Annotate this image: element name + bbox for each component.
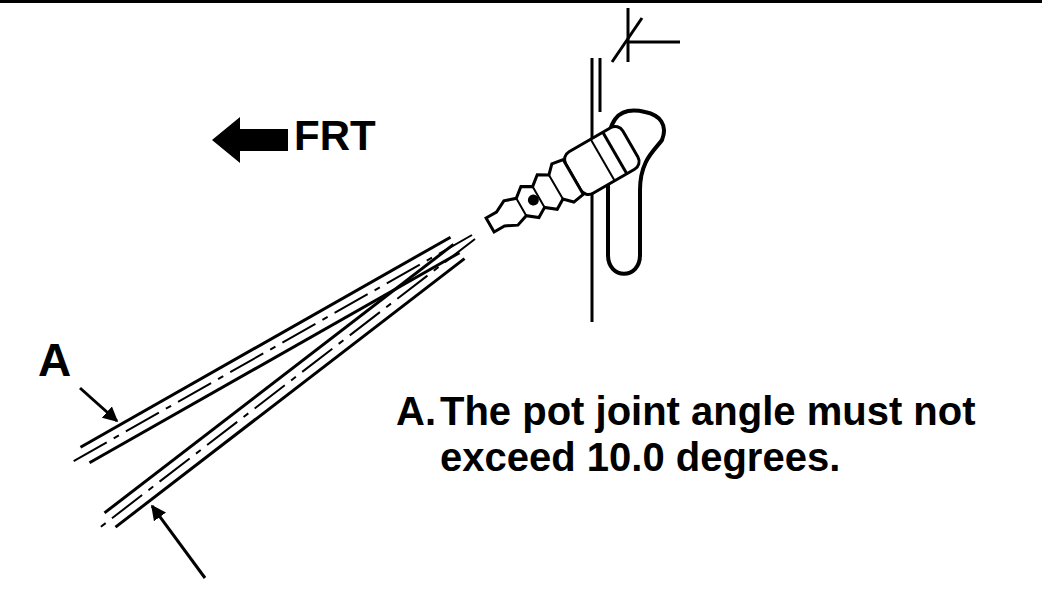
- pot-joint-housing: [478, 123, 642, 246]
- note-key: A.: [396, 388, 436, 434]
- note-text: The pot joint angle must not exceed 10.0…: [440, 388, 1030, 480]
- direction-label: FRT: [294, 112, 376, 160]
- dimension-arrow: [80, 388, 117, 421]
- halfshaft: [72, 235, 475, 529]
- front-arrow: [212, 117, 288, 163]
- dimension-label: A: [38, 334, 71, 387]
- top-rule: [0, 0, 1042, 3]
- dimension-arrow: [152, 506, 205, 578]
